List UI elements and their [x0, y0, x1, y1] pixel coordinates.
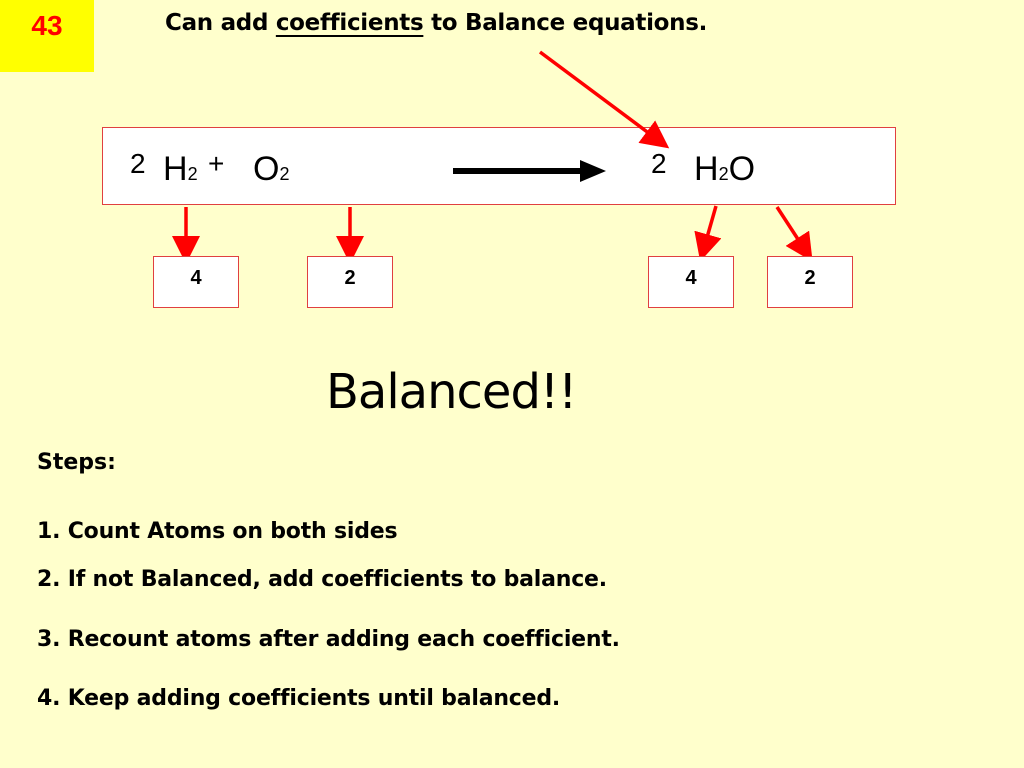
reactant1-subscript: 2: [187, 164, 198, 184]
equation-box: [102, 127, 896, 205]
left-coefficient: 2: [130, 148, 146, 179]
steps-heading: Steps:: [37, 450, 116, 475]
reactant2-subscript: 2: [279, 164, 290, 184]
right-coefficient: 2: [651, 148, 667, 179]
step-item-1: 1. Count Atoms on both sides: [37, 519, 398, 544]
count-arrow-3: [694, 205, 722, 262]
atom-count-box-2: 2: [307, 256, 393, 308]
title-pointer-arrow: [538, 50, 670, 149]
title-emphasis: coefficients: [275, 10, 424, 36]
step-item-2: 2. If not Balanced, add coefficients to …: [37, 567, 607, 592]
product-water: H2O: [694, 150, 755, 189]
product-h: H: [694, 150, 719, 188]
reactant-hydrogen: H2: [163, 150, 198, 189]
balanced-label: Balanced!!: [326, 364, 577, 420]
title-prefix: Can add: [165, 10, 276, 36]
product-subscript: 2: [718, 164, 729, 184]
atom-count-box-4: 2: [767, 256, 853, 308]
slide-title: Can add coefficients to Balance equation…: [165, 10, 707, 36]
atom-count-box-1: 4: [153, 256, 239, 308]
slide-number-badge: 43: [0, 0, 94, 72]
reactant1-symbol: H: [163, 150, 188, 188]
step-item-3: 3. Recount atoms after adding each coeff…: [37, 627, 620, 652]
step-item-4: 4. Keep adding coefficients until balanc…: [37, 686, 561, 711]
title-suffix: to Balance equations.: [423, 10, 708, 36]
reactant-oxygen: O2: [253, 150, 289, 189]
reactant2-symbol: O: [253, 150, 280, 188]
plus-sign: +: [208, 148, 225, 179]
product-o: O: [728, 150, 756, 188]
count-arrow-4: [775, 206, 813, 262]
reaction-arrow: [453, 160, 606, 182]
atom-count-box-3: 4: [648, 256, 734, 308]
